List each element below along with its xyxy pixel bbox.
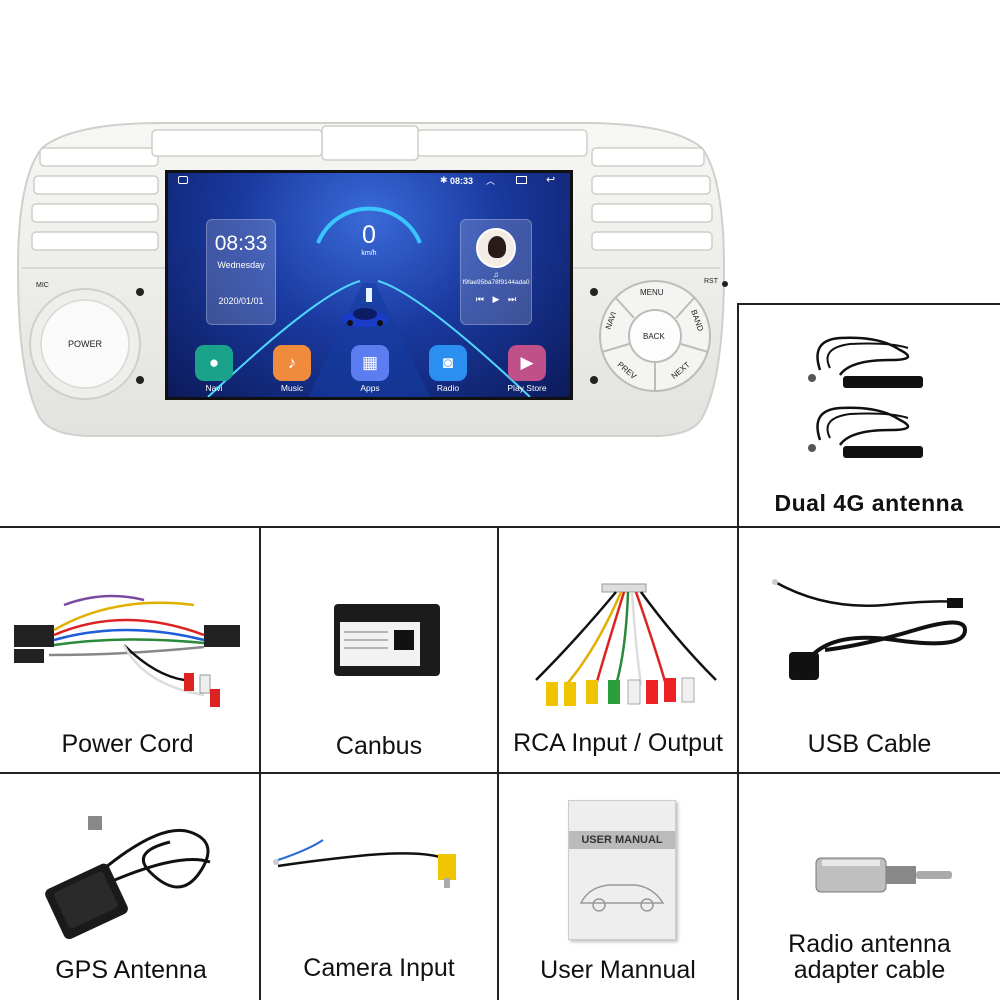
rca-cable-image (535, 583, 717, 706)
speed-value: 0 (362, 221, 376, 249)
grid-divider (737, 303, 1000, 305)
grid-divider (259, 526, 261, 1000)
menu-button[interactable]: MENU (640, 288, 664, 297)
music-track: f9fae95ba78f9144ada0 (462, 279, 530, 286)
app-play-store[interactable]: ▶ Play Store (502, 345, 552, 393)
app-label: Music (280, 383, 304, 393)
speed-unit: km/h (361, 250, 377, 257)
radio-icon: ◙ (429, 345, 467, 381)
grid-divider (737, 303, 739, 528)
camera-input-caption: Camera Input (303, 954, 455, 982)
app-music[interactable]: ♪ Music (272, 345, 312, 393)
camera-input-image (273, 839, 456, 888)
radio-adapter-caption-line2: adapter cable (793, 956, 946, 984)
rst-label: RST (704, 278, 718, 285)
back-arrow-icon[interactable]: ↩ (546, 174, 556, 186)
app-label: Radio (436, 383, 460, 393)
app-label: Play Store (507, 383, 547, 393)
app-apps[interactable]: ▦ Apps (350, 345, 390, 393)
power-cord-image (14, 594, 240, 707)
previous-track-icon[interactable]: ⏮ (475, 294, 485, 304)
app-navi[interactable]: ● Navi (194, 345, 234, 393)
back-button[interactable]: BACK (643, 332, 665, 341)
next-track-icon[interactable]: ⏭ (507, 294, 517, 304)
play-store-icon: ▶ (508, 345, 546, 381)
usb-cable-caption: USB Cable (807, 730, 932, 758)
app-label: Navi (205, 383, 223, 393)
expand-icon[interactable]: ︿ (486, 176, 496, 186)
home-icon[interactable] (178, 176, 188, 184)
bluetooth-icon: ✱ (440, 175, 448, 185)
clock-date: 2020/01/01 (218, 296, 264, 306)
play-icon[interactable]: ▶ (492, 294, 500, 304)
mic-label: MIC (36, 282, 49, 289)
recent-apps-icon[interactable] (516, 176, 527, 184)
clock-time: 08:33 (214, 232, 268, 255)
status-bar: ✱ 08:33 ︿ ↩ (168, 173, 570, 191)
grid-divider (497, 526, 499, 1000)
clock-widget[interactable]: 08:33 Wednesday 2020/01/01 (206, 219, 276, 325)
user-manual-booklet: USER MANUAL (568, 800, 676, 940)
dual-4g-antenna-caption: Dual 4G antenna (774, 490, 964, 516)
rca-caption: RCA Input / Output (513, 729, 723, 757)
car-outline-icon (579, 884, 665, 912)
power-cord-caption: Power Cord (61, 730, 194, 758)
clock-day: Wednesday (217, 260, 265, 270)
gps-antenna-image (45, 816, 211, 940)
power-button[interactable]: POWER (67, 339, 102, 349)
radio-adapter-caption-line1: Radio antenna (788, 930, 951, 958)
user-manual-caption: User Mannual (540, 956, 696, 984)
road-graphic (207, 206, 531, 397)
canbus-caption: Canbus (335, 732, 423, 760)
music-note-icon: ♫ (493, 270, 499, 279)
apps-grid-icon: ▦ (351, 345, 389, 381)
status-time: 08:33 (450, 176, 474, 186)
usb-cable-image (772, 579, 968, 680)
grid-divider (0, 526, 1000, 528)
app-radio[interactable]: ◙ Radio (428, 345, 468, 393)
grid-divider (737, 526, 739, 1000)
music-widget[interactable]: ♫ f9fae95ba78f9144ada0 ⏮ ▶ ⏭ (460, 219, 532, 325)
manual-cover-title: USER MANUAL (569, 831, 675, 849)
dual-4g-antenna-image (808, 336, 923, 458)
radio-adapter-image (815, 857, 952, 893)
android-screen: ✱ 08:33 ︿ ↩ 08:33 Wednesday 2020/01/01 0… (165, 170, 573, 400)
music-controls: ⏮ ▶ ⏭ (461, 294, 531, 305)
gps-antenna-caption: GPS Antenna (55, 956, 207, 984)
app-label: Apps (360, 383, 380, 393)
car-image (340, 305, 390, 327)
speedometer: 0 km/h (329, 221, 409, 257)
album-art (476, 228, 516, 268)
map-pin-icon: ● (195, 345, 233, 381)
canbus-box-image (334, 604, 440, 676)
music-note-icon: ♪ (273, 345, 311, 381)
grid-divider (0, 772, 1000, 774)
